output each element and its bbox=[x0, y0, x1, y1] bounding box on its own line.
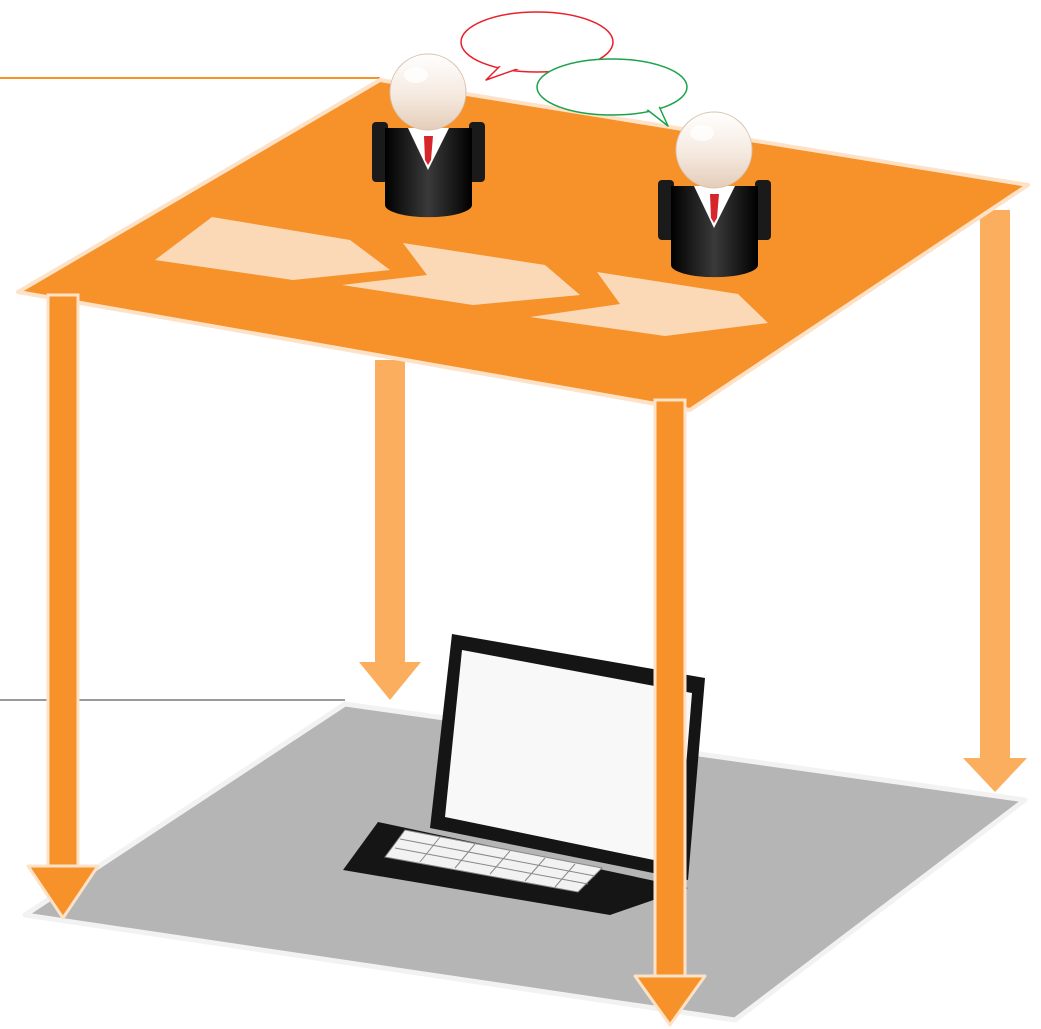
arrow-back-right bbox=[963, 210, 1027, 792]
businessman-left bbox=[372, 54, 485, 217]
arrow-back-left bbox=[359, 360, 421, 700]
orange-tabletop bbox=[18, 80, 1028, 410]
arrow-front-left bbox=[28, 295, 98, 918]
